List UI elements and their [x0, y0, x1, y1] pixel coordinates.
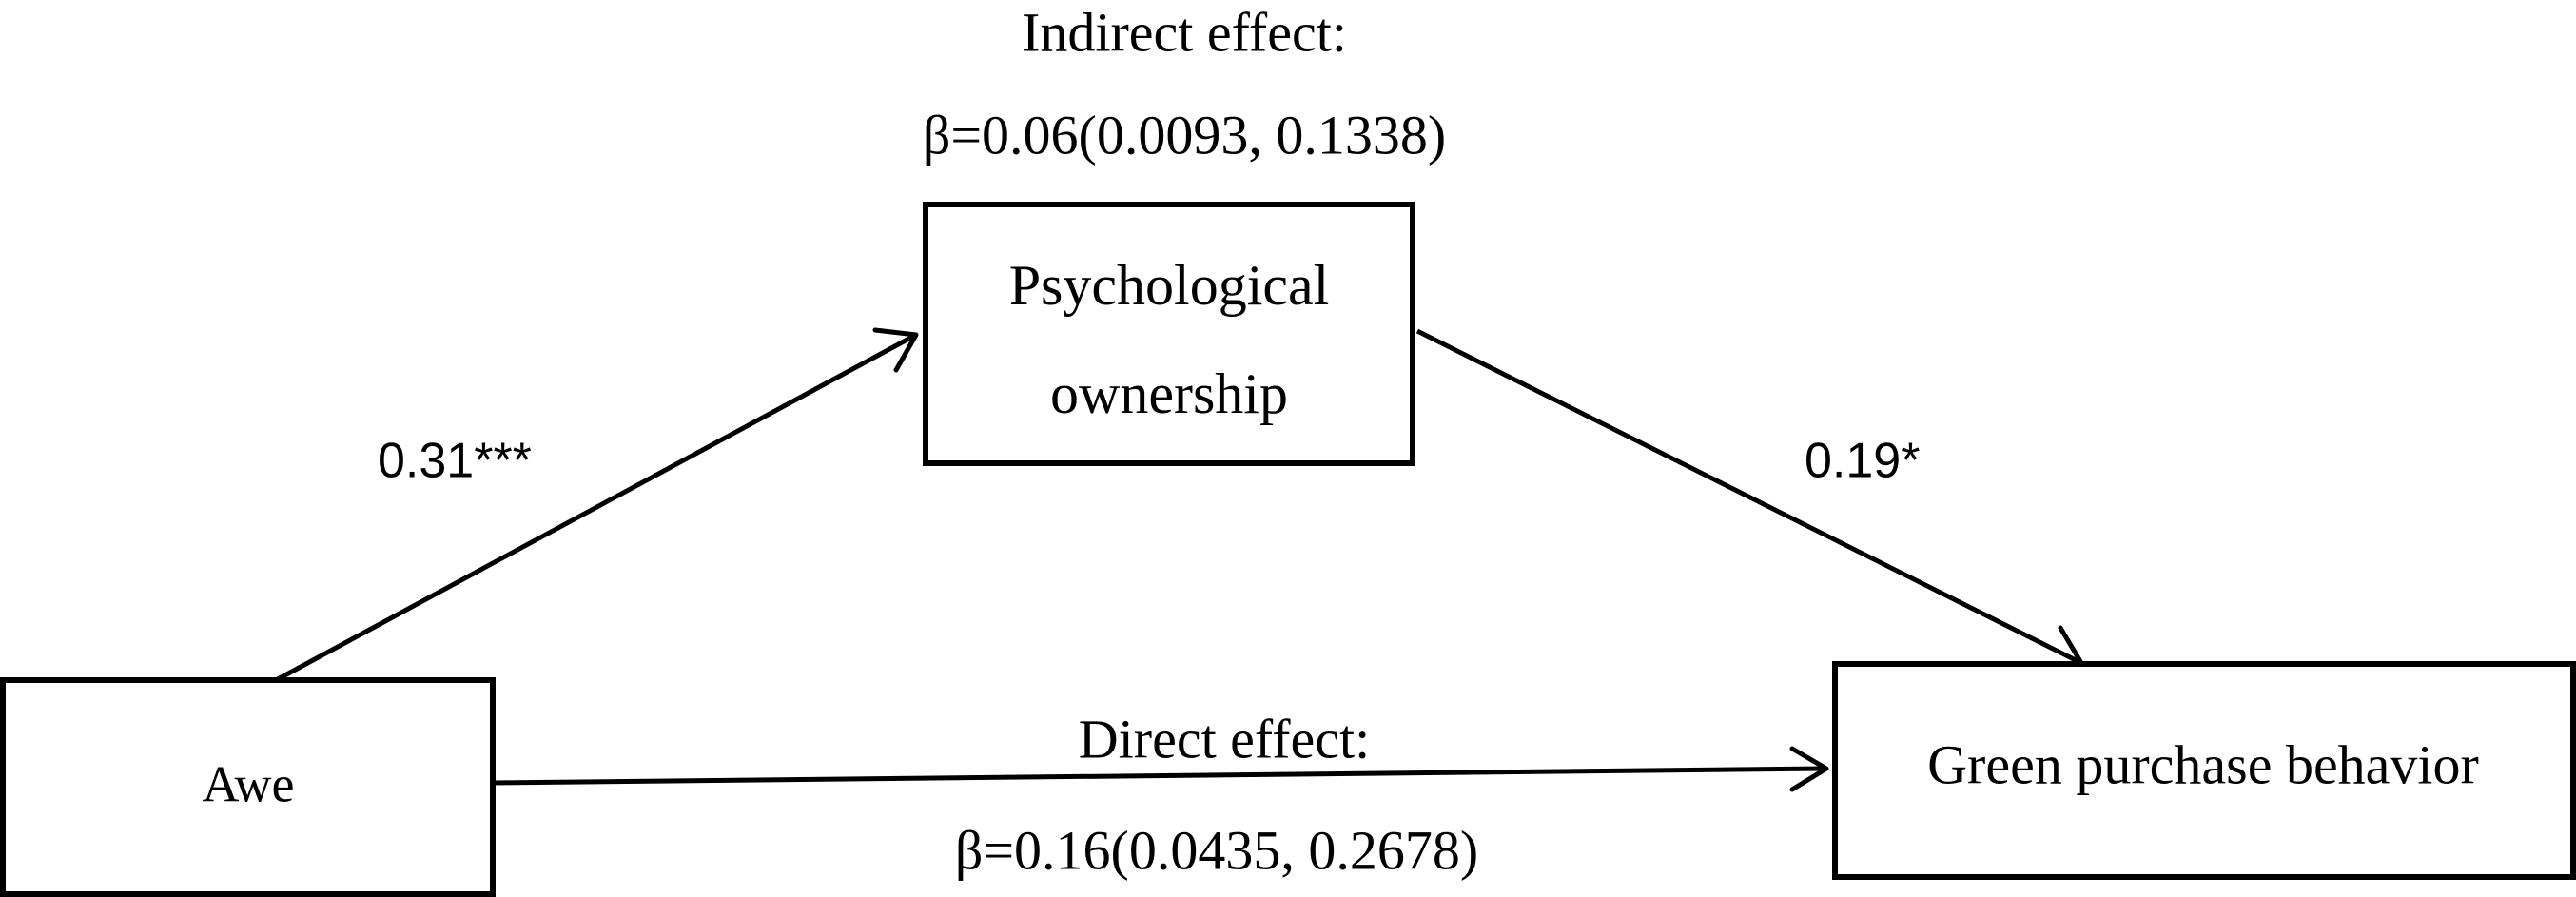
path-a-arrowhead [872, 327, 919, 373]
direct-effect-arrowhead [1789, 746, 1829, 792]
path-a-coefficient: 0.31*** [378, 434, 532, 489]
direct-effect-label: Direct effect: [1079, 708, 1370, 770]
path-a-arrow [276, 332, 918, 682]
outcome-label: Green purchase behavior [1927, 733, 2479, 795]
awe-label: Awe [202, 755, 294, 812]
mediator-label-line1: Psychological [1009, 254, 1330, 317]
direct-effect-arrow [492, 766, 1827, 786]
mediator-box [923, 202, 1415, 466]
outcome-box [1832, 661, 2576, 880]
indirect-effect-label: Indirect effect: [1022, 1, 1347, 63]
path-b-arrow [1415, 328, 2083, 666]
awe-box [0, 677, 496, 897]
mediator-label-line2: ownership [1050, 362, 1288, 425]
indirect-effect-value: β=0.06(0.0093, 0.1338) [923, 104, 1446, 166]
path-b-coefficient: 0.19* [1805, 434, 1920, 489]
direct-effect-value: β=0.16(0.0435, 0.2678) [955, 819, 1478, 881]
